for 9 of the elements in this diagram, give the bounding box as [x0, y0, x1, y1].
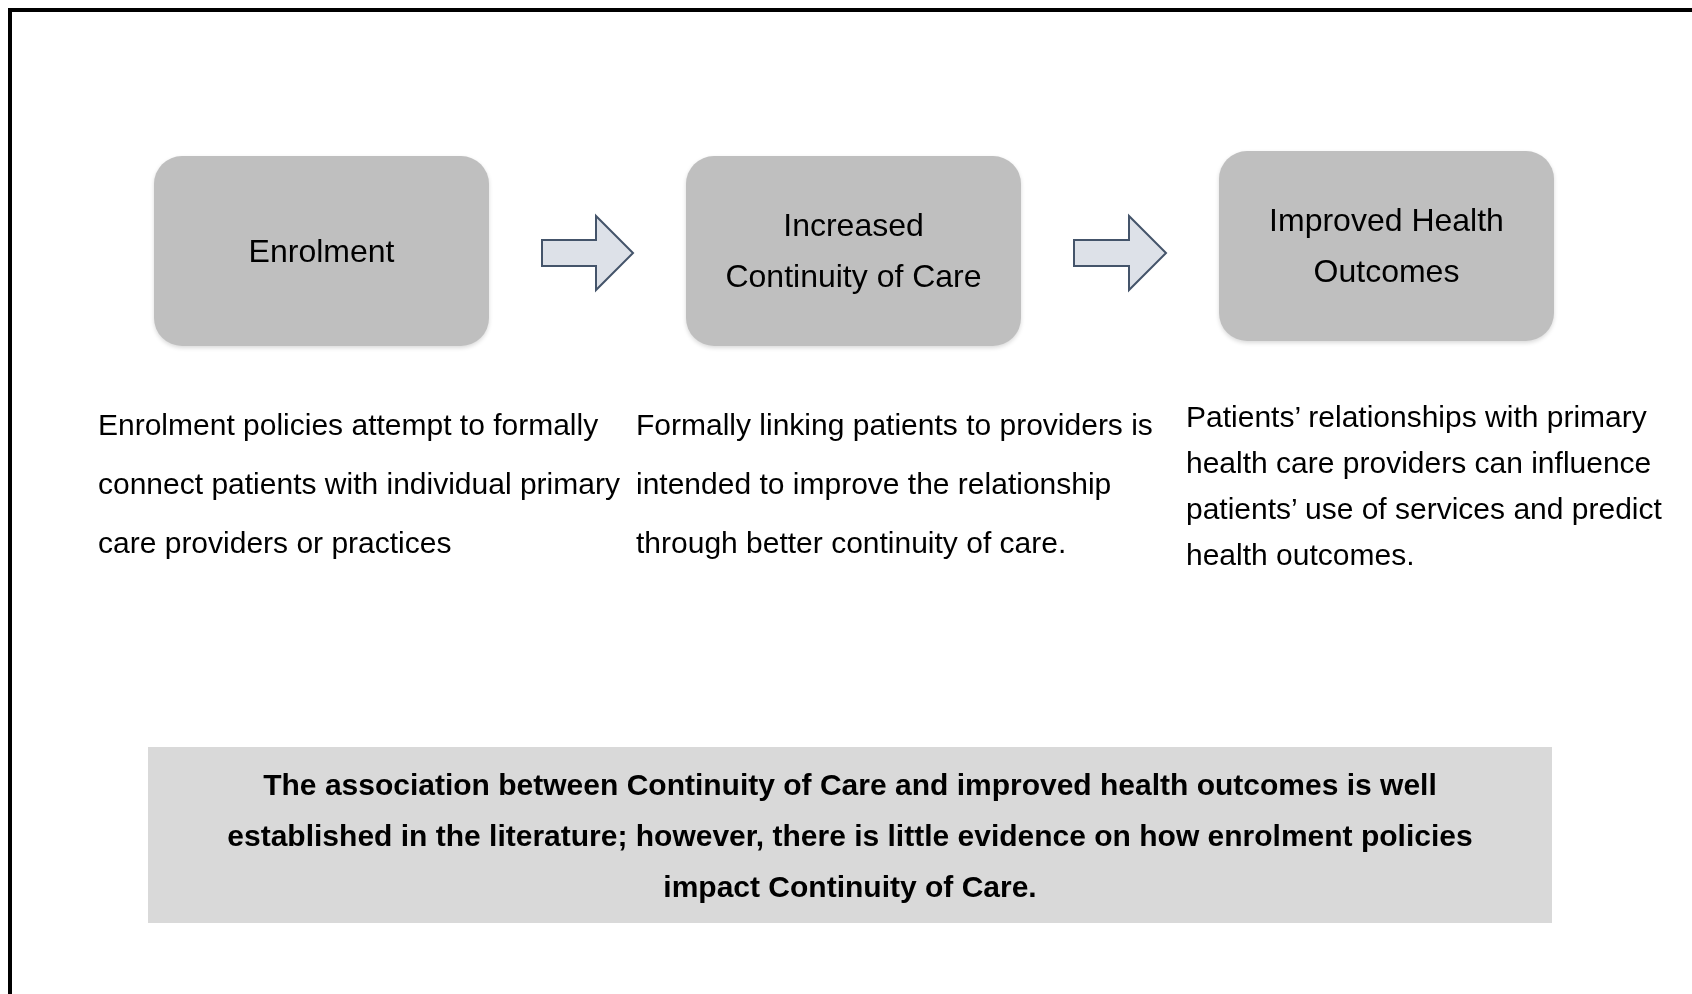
description-text: Formally linking patients to providers is intended to improve the relationship through better continuity of care.	[636, 407, 1154, 561]
process-box: Increased Continuity of Care	[686, 156, 1021, 346]
process-box: Enrolment	[154, 156, 489, 346]
block-arrow	[541, 213, 635, 293]
note-box: The association between Continuity of Care and improved health outcomes is well established in the literature; however, there is little evidence on how enrolment policies impact Continuity of Care.	[148, 747, 1552, 923]
description-text: Enrolment policies attempt to formally connect patients with individual primary care providers or practices	[98, 407, 621, 561]
description-text: Patients’ relationships with primary health care providers can influence patients’ use of services and predict health outcomes.	[1186, 399, 1663, 573]
process-box: Improved Health Outcomes	[1219, 151, 1554, 341]
block-arrow	[1073, 213, 1168, 293]
